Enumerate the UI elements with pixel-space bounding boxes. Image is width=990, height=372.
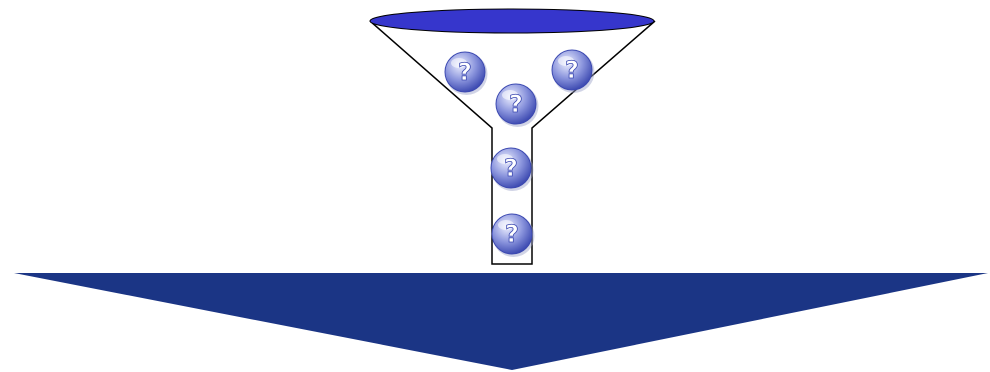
funnel-rim: [370, 9, 654, 33]
down-arrow-shape: [14, 273, 988, 370]
question-mark-label: ?: [565, 56, 579, 84]
question-mark-label: ?: [504, 154, 518, 182]
question-mark-label: ?: [458, 58, 472, 86]
question-mark-label: ?: [505, 220, 519, 248]
question-mark-label: ?: [509, 90, 523, 118]
